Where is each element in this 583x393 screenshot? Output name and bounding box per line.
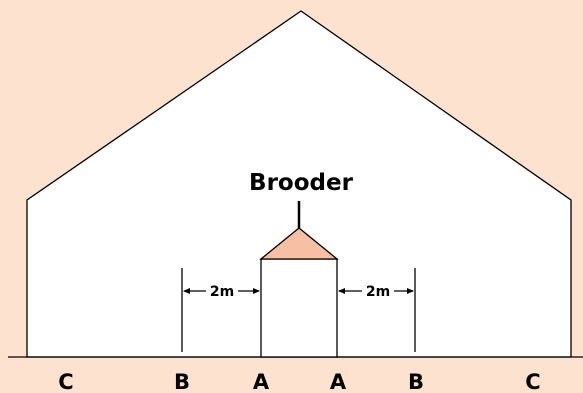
zone-label-c-left: C (58, 370, 73, 393)
left-distance-label: 2m (210, 284, 234, 300)
brooder-title: Brooder (249, 170, 354, 196)
brooder-box (260, 258, 338, 358)
zone-label-b-right: B (408, 370, 424, 393)
left-dimension-arrow (183, 288, 260, 294)
zone-label-c-right: C (525, 370, 540, 393)
zone-label-a-left: A (253, 370, 270, 393)
right-distance-label: 2m (366, 284, 390, 300)
zone-label-a-right: A (330, 370, 347, 393)
right-dimension-arrow (338, 288, 414, 294)
brooder-hood (259, 227, 339, 260)
zone-label-b-left: B (174, 370, 190, 393)
